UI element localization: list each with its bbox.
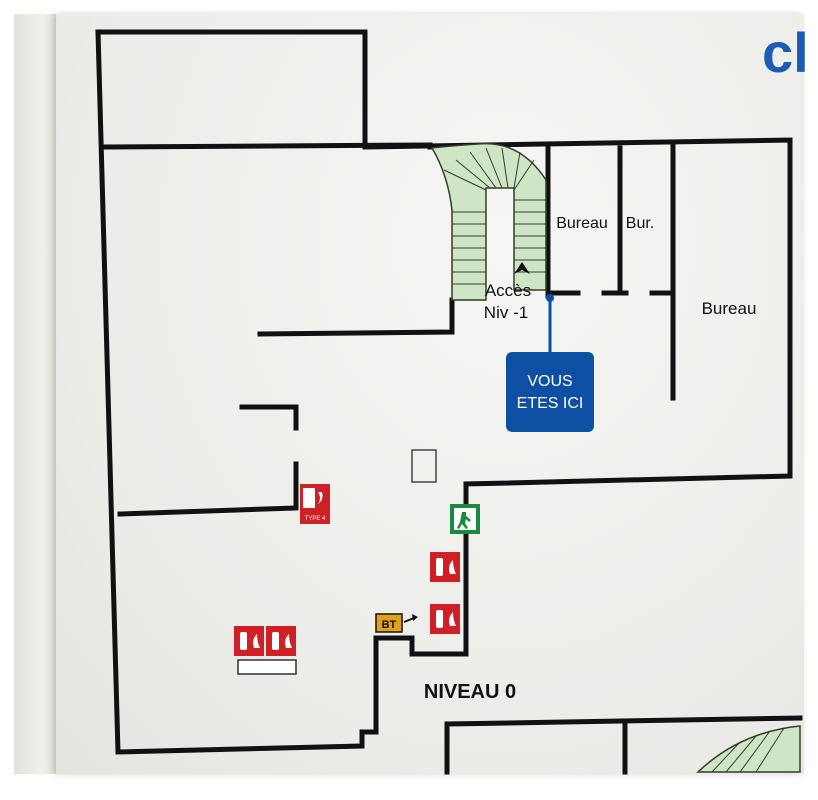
wall-interior-l [239, 404, 299, 431]
flame-icon [253, 634, 260, 648]
you-are-here-dot [546, 294, 554, 302]
room-label-bureau-2: Bur. [626, 215, 654, 232]
you-are-here-line1: VOUS [527, 373, 572, 390]
bt-label: BT [382, 619, 397, 631]
running-man-icon [457, 512, 471, 529]
bt-sign: BT [375, 613, 418, 633]
wall-background [14, 14, 64, 774]
flame-icon [285, 634, 292, 648]
room-label-bureau-3: Bureau [702, 299, 757, 318]
lightning-icon [403, 617, 415, 623]
extinguisher-placard [237, 659, 297, 675]
stairs-label-line2: Niv -1 [484, 303, 528, 322]
flame-icon [449, 612, 456, 626]
fire-extinguisher-sign-2 [430, 604, 460, 634]
wall-interior-lower [117, 461, 299, 517]
wall-outer-left-vertical [95, 29, 469, 755]
flame-icon [318, 492, 323, 504]
stairs-label-line1: Accès [485, 281, 531, 300]
fire-extinguisher-sign-1 [430, 552, 460, 582]
chevron-up-icon [514, 262, 530, 274]
room-label-bureau-1: Bureau [556, 215, 608, 232]
fire-extinguisher-sign-3 [234, 626, 264, 656]
fire-extinguisher-sign-4 [266, 626, 296, 656]
wall-interior-horizontal [257, 297, 455, 337]
you-are-here-line2: ETES ICI [517, 395, 584, 412]
logo-text: cl [762, 21, 809, 84]
stairs-top [430, 142, 547, 301]
stairs-bottom [696, 725, 801, 773]
wall-outer-left [95, 29, 368, 150]
column-square [411, 449, 437, 483]
emergency-exit-sign [450, 504, 480, 534]
floor-label: NIVEAU 0 [424, 681, 516, 703]
fire-alarm-sign: TYPE 4 [300, 484, 330, 524]
walls [95, 29, 803, 775]
flame-icon [449, 560, 456, 574]
fire-alarm-caption: TYPE 4 [305, 516, 326, 522]
wall-bottom-right [444, 715, 803, 775]
you-are-here-box [506, 352, 594, 432]
